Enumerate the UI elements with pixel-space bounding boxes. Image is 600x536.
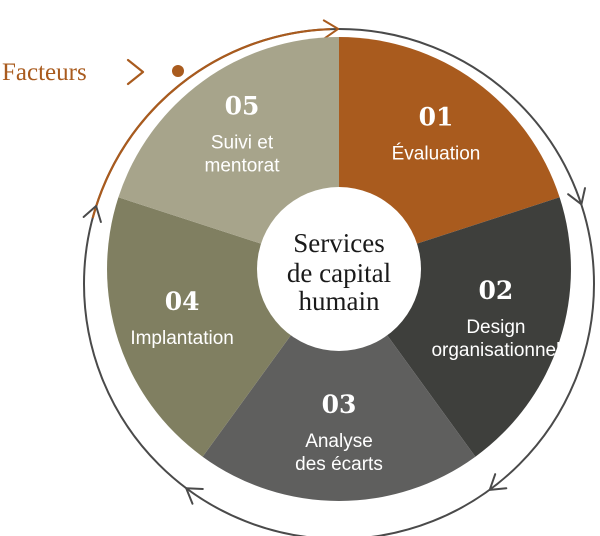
facteurs-accent-arc	[91, 28, 331, 219]
arrowhead-icon	[322, 19, 340, 40]
arrowhead-icon	[567, 187, 586, 206]
segment-number-02: 02	[479, 276, 514, 305]
segment-label-02-line-1: Design	[466, 317, 525, 338]
segment-label-01-line-1: Évaluation	[392, 144, 481, 165]
center-title-line-2: de capital	[287, 258, 391, 288]
center-title-line-1: Services	[293, 228, 384, 258]
chevron-right-icon	[126, 58, 145, 86]
arrowhead-icon	[488, 473, 508, 491]
segment-label-05-line-2: mentorat	[205, 156, 281, 177]
arrowhead-icon	[82, 205, 102, 223]
segment-number-01: 01	[419, 103, 454, 132]
dot-marker-icon	[172, 65, 184, 77]
center-disc	[257, 187, 421, 351]
segment-label-03-line-2: des écarts	[295, 454, 383, 475]
ring-arrowheads	[82, 19, 586, 505]
facteurs-label: Facteurs	[2, 59, 87, 86]
center-title-line-3: humain	[299, 286, 380, 316]
segment-label-04-line-1: Implantation	[130, 328, 234, 349]
segment-number-05: 05	[225, 92, 260, 121]
arrowhead-icon	[185, 487, 204, 505]
segment-03	[202, 269, 476, 502]
segment-number-04: 04	[165, 287, 200, 316]
segment-label-03-line-1: Analyse	[305, 431, 373, 452]
segment-label-05-line-1: Suivi et	[211, 133, 274, 154]
segment-number-03: 03	[322, 390, 357, 419]
segment-label-02-line-2: organisationnel	[431, 340, 560, 361]
